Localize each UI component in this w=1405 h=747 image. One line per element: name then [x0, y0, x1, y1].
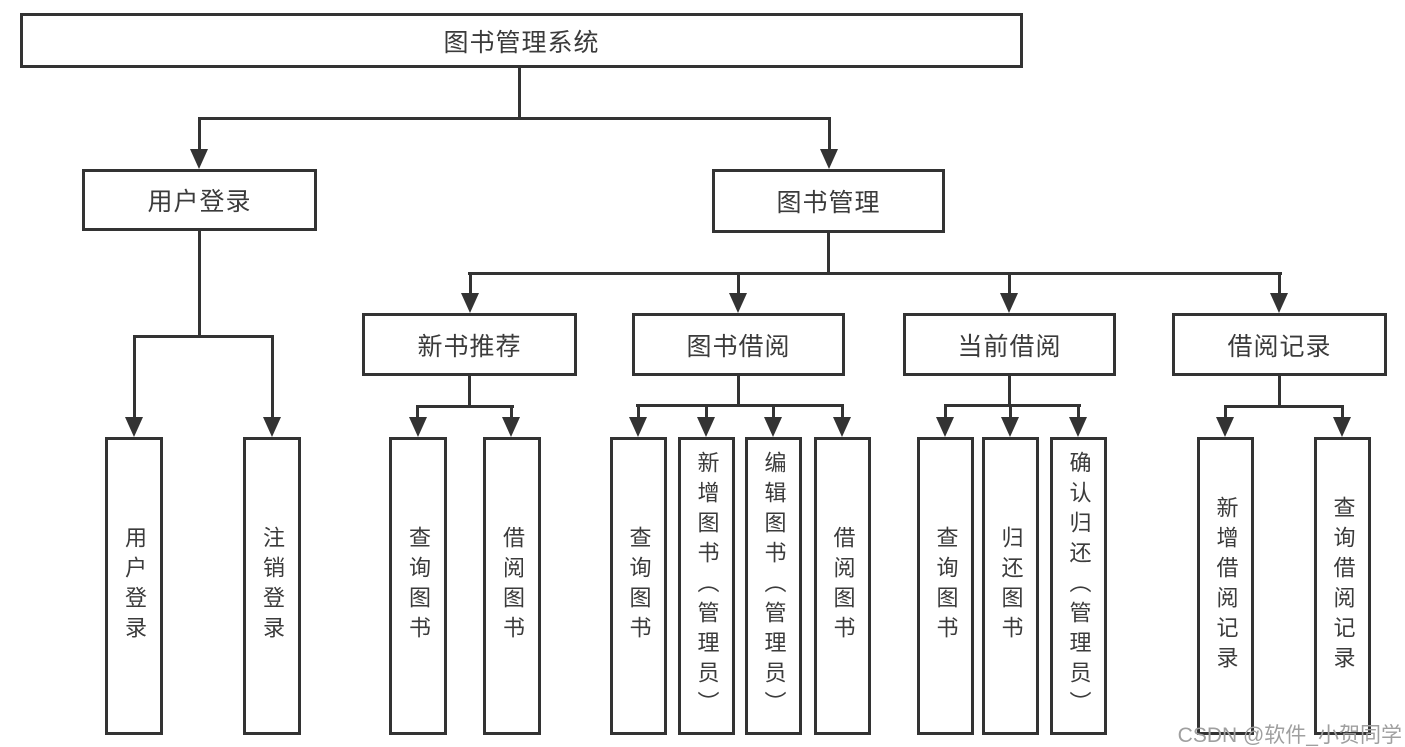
arrow-down-icon [833, 417, 851, 437]
node-new-book-recommend-label: 新书推荐 [417, 332, 522, 361]
node-user-login: 用户登录 [82, 169, 317, 231]
arrow-down-icon [820, 149, 838, 169]
node-leaf-add-borrow-record: 新增借阅记录 [1197, 437, 1254, 735]
connector-leaf-drop [416, 407, 419, 419]
connector-leaf-drop [737, 274, 740, 295]
arrow-down-icon [764, 417, 782, 437]
arrow-down-icon [409, 417, 427, 437]
node-leaf-label: 注销登录 [260, 526, 285, 646]
arrow-down-icon [1216, 417, 1234, 437]
connector-leaf-drop [637, 406, 640, 419]
arrow-down-icon [1001, 417, 1019, 437]
node-leaf-add-books-admin: 新增图书（管理员） [678, 437, 735, 735]
arrow-down-icon [125, 417, 143, 437]
node-leaf-label: 查询图书 [406, 526, 431, 646]
connector-level3-hline [468, 272, 1282, 275]
node-leaf-label: 确认归还（管理员） [1066, 451, 1092, 721]
arrow-down-icon [936, 417, 954, 437]
node-leaf-label: 用户登录 [122, 526, 147, 646]
connector-book-borrow-hline [636, 404, 844, 407]
arrow-down-icon [1069, 417, 1087, 437]
arrow-down-icon [461, 293, 479, 313]
connector-leaf-drop [133, 337, 136, 419]
connector-current-borrow-hline [944, 404, 1081, 407]
connector-leaf-drop [1009, 406, 1012, 419]
connector-leaf-drop [1278, 274, 1281, 295]
node-current-borrow: 当前借阅 [903, 313, 1116, 376]
connector-book-management-drop [828, 118, 831, 151]
connector-leaf-drop [1008, 274, 1011, 295]
arrow-down-icon [1270, 293, 1288, 313]
arrow-down-icon [629, 417, 647, 437]
connector-leaf-drop [1341, 407, 1344, 419]
node-leaf-label: 查询图书 [626, 526, 652, 646]
connector-book-borrow-stem [737, 374, 740, 406]
node-book-borrow: 图书借阅 [632, 313, 845, 376]
connector-leaf-drop [705, 406, 708, 419]
connector-leaf-drop [510, 407, 513, 419]
connector-leaf-drop [841, 406, 844, 419]
node-book-management-label: 图书管理 [776, 189, 881, 217]
connector-leaf-drop [1077, 406, 1080, 419]
connector-leaf-drop [271, 337, 274, 419]
arrow-down-icon [190, 149, 208, 169]
node-root: 图书管理系统 [20, 13, 1023, 68]
connector-current-borrow-stem [1008, 374, 1011, 406]
node-book-management: 图书管理 [712, 169, 945, 233]
connector-user-login-drop [198, 118, 201, 151]
node-leaf-return-books: 归还图书 [982, 437, 1039, 735]
connector-new-book-recommend-hline [416, 405, 514, 408]
connector-root-stem [518, 66, 521, 118]
node-borrow-records: 借阅记录 [1172, 313, 1387, 376]
node-root-label: 图书管理系统 [443, 28, 600, 57]
node-new-book-recommend: 新书推荐 [362, 313, 577, 376]
node-book-borrow-label: 图书借阅 [686, 332, 791, 361]
node-leaf-label: 查询图书 [933, 526, 959, 646]
node-leaf-query-books-recommend: 查询图书 [389, 437, 447, 735]
connector-leaf-drop [1224, 407, 1227, 419]
node-leaf-label: 查询借阅记录 [1330, 496, 1356, 676]
node-current-borrow-label: 当前借阅 [957, 332, 1062, 361]
node-leaf-query-borrow-record: 查询借阅记录 [1314, 437, 1371, 735]
node-leaf-user-login: 用户登录 [105, 437, 163, 735]
connector-level1-hline [198, 117, 831, 120]
connector-user-login-stem [198, 229, 201, 337]
node-leaf-label: 编辑图书（管理员） [761, 451, 787, 721]
arrow-down-icon [729, 293, 747, 313]
node-leaf-query-books-current: 查询图书 [917, 437, 974, 735]
connector-borrow-records-stem [1278, 374, 1281, 407]
connector-leaf-drop [944, 406, 947, 419]
arrow-down-icon [697, 417, 715, 437]
node-leaf-borrow-books: 借阅图书 [814, 437, 871, 735]
node-leaf-label: 借阅图书 [500, 526, 525, 646]
connector-borrow-records-hline [1224, 405, 1344, 408]
node-leaf-edit-books-admin: 编辑图书（管理员） [745, 437, 802, 735]
node-leaf-label: 借阅图书 [830, 526, 856, 646]
node-borrow-records-label: 借阅记录 [1227, 332, 1332, 361]
node-leaf-query-books-borrow: 查询图书 [610, 437, 667, 735]
node-leaf-logout: 注销登录 [243, 437, 301, 735]
arrow-down-icon [502, 417, 520, 437]
node-leaf-confirm-return-admin: 确认归还（管理员） [1050, 437, 1107, 735]
node-leaf-borrow-books-recommend: 借阅图书 [483, 437, 541, 735]
arrow-down-icon [1000, 293, 1018, 313]
node-leaf-label: 新增借阅记录 [1213, 496, 1239, 676]
watermark: CSDN @软件_小贺同学 [1177, 724, 1402, 747]
connector-user-login-hline [133, 335, 274, 338]
node-user-login-label: 用户登录 [147, 188, 252, 216]
connector-leaf-drop [469, 274, 472, 295]
node-leaf-label: 归还图书 [998, 526, 1024, 646]
arrow-down-icon [1333, 417, 1351, 437]
arrow-down-icon [263, 417, 281, 437]
connector-new-book-recommend-stem [468, 374, 471, 407]
connector-book-management-stem [827, 231, 830, 274]
connector-leaf-drop [772, 406, 775, 419]
node-leaf-label: 新增图书（管理员） [694, 451, 720, 721]
